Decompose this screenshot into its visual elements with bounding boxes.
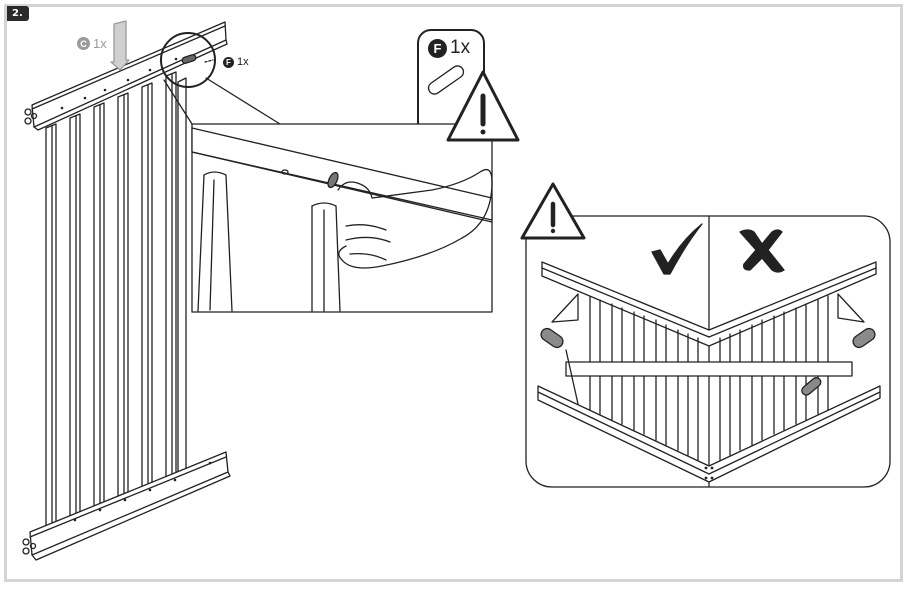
part-f-callout-label: F 1x: [428, 37, 470, 59]
hand-detail-inset: [191, 123, 493, 313]
page-frame: [4, 4, 903, 582]
part-f-label: F 1x: [223, 56, 249, 68]
warning-triangle-icon: [446, 70, 520, 142]
part-f-quantity: 1x: [237, 56, 249, 68]
cross-icon: [739, 229, 785, 273]
gate-panel-drawing: [22, 21, 231, 561]
dowel-insert-detail: [160, 32, 281, 125]
part-c-label: C 1x: [77, 36, 107, 51]
dowel-icon: [427, 65, 465, 95]
part-c-letter: C: [77, 37, 90, 50]
checkmark-icon: [651, 223, 703, 275]
part-c-insert-arrow: [110, 20, 130, 71]
part-f-callout-letter: F: [428, 38, 447, 58]
part-f-letter: F: [223, 56, 234, 68]
step-number-badge: 2.: [7, 6, 29, 21]
comparison-panel: [520, 182, 891, 488]
part-f-callout-quantity: 1x: [450, 37, 471, 58]
bottom-rail: [29, 451, 229, 556]
warning-triangle-icon: [520, 182, 586, 240]
part-c-quantity: 1x: [93, 36, 107, 51]
dowel-icon: [540, 327, 876, 396]
